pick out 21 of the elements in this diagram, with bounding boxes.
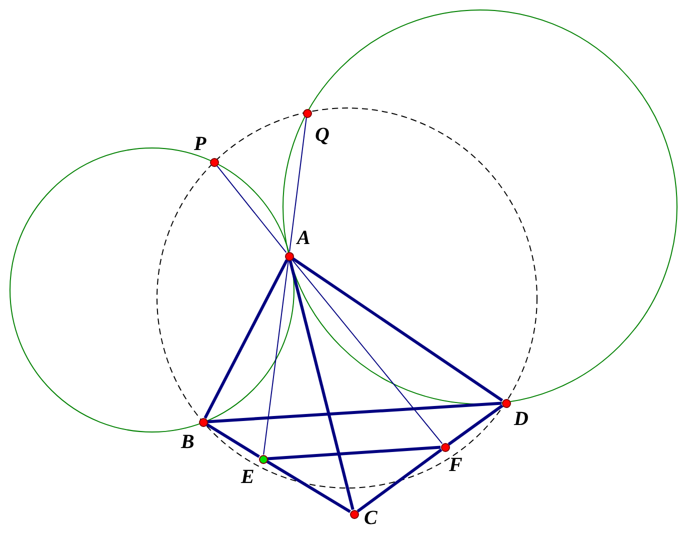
point-label: E	[241, 467, 254, 487]
line-segment	[267, 446, 441, 460]
point-label: A	[297, 228, 310, 248]
line-segment	[207, 402, 502, 424]
line-segment	[206, 423, 260, 458]
line-segment	[291, 258, 443, 444]
line-segment	[288, 260, 354, 510]
point-label: Q	[315, 125, 330, 145]
line-segment	[263, 260, 289, 456]
line-segment	[289, 116, 307, 252]
line-segment	[216, 165, 287, 253]
point-label: P	[194, 134, 206, 154]
line-segment	[292, 257, 504, 402]
line-segment	[266, 460, 351, 513]
line-segment	[204, 259, 288, 419]
point-label: F	[449, 455, 462, 475]
point-label: D	[514, 409, 528, 429]
line-segment	[356, 448, 442, 513]
point-label: C	[364, 508, 378, 528]
line-segment	[448, 404, 504, 446]
point-label: B	[181, 432, 194, 452]
